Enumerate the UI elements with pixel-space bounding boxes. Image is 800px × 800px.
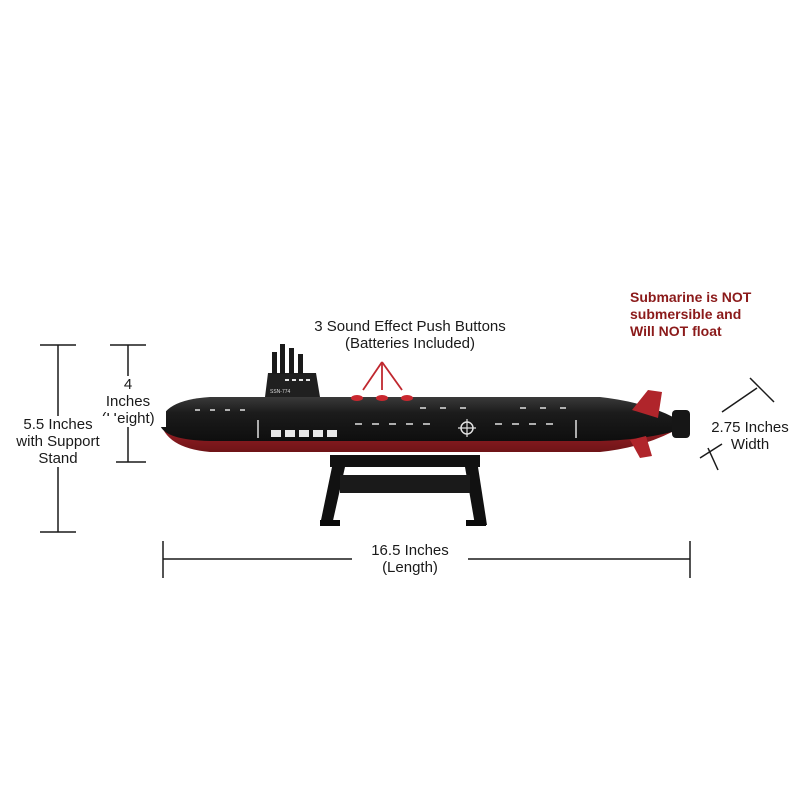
buttons-label-line1: 3 Sound Effect Push Buttons xyxy=(314,318,506,335)
dimension-lines xyxy=(40,344,775,578)
width-label: 2.75 Inches Width xyxy=(703,419,797,453)
stand-height-label-line2: with Support xyxy=(16,433,100,450)
buttons-label-line2: (Batteries Included) xyxy=(344,335,476,352)
length-label-line1: 16.5 Inches xyxy=(371,542,449,559)
warning-note-line2: submersible and xyxy=(630,306,742,322)
stand-height-label: 5.5 Inches with Support Stand xyxy=(0,416,116,467)
submarine: SSN-774 xyxy=(160,344,690,458)
warning-note-line3: Will NOT float xyxy=(630,323,722,339)
stand-height-label-line1: 5.5 Inches xyxy=(23,416,93,433)
button-pointer-lines xyxy=(362,361,403,391)
support-stand xyxy=(320,455,487,526)
width-label-line2: Width xyxy=(730,436,770,453)
stand-height-label-line3: Stand xyxy=(38,450,78,467)
warning-note: Submarine is NOT submersible and Will NO… xyxy=(630,289,751,340)
length-label: 16.5 Inches (Length) xyxy=(350,542,470,576)
width-label-line1: 2.75 Inches xyxy=(711,419,789,436)
warning-note-line1: Submarine is NOT xyxy=(630,289,752,305)
buttons-label: 3 Sound Effect Push Buttons (Batteries I… xyxy=(285,318,535,352)
height-label-line1: 4 xyxy=(123,376,133,393)
height-label-line2: Inches xyxy=(105,393,151,410)
hull-number: SSN-774 xyxy=(270,389,291,395)
length-label-line2: (Length) xyxy=(382,559,438,576)
